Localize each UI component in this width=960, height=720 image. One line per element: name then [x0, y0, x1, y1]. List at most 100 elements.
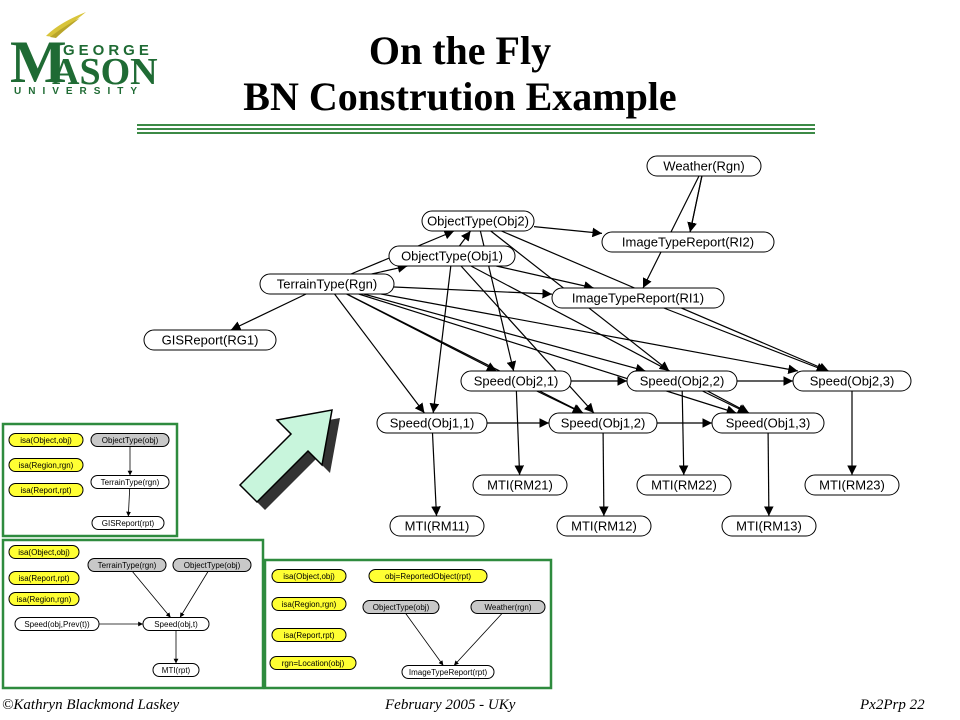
node-f3d: ObjectType(obj) [362, 600, 440, 614]
node-f3g-label: rgn=Location(obj) [282, 659, 345, 668]
node-s11-label: Speed(Obj1,1) [390, 416, 475, 431]
node-f3f-shape [271, 628, 347, 642]
node-gis: GISReport(RG1) [143, 329, 277, 351]
node-s11-shape [376, 412, 488, 434]
node-s13-label: Speed(Obj1,3) [726, 416, 811, 431]
node-f3c-shape [271, 597, 347, 611]
edge-s21-m21 [514, 390, 525, 476]
node-f3e-shape [470, 600, 546, 614]
edge-f1e-f1f [126, 488, 131, 517]
node-m11-label: MTI(RM11) [405, 519, 470, 534]
node-ot2-shape [421, 210, 535, 232]
node-f1f: GISReport(rpt) [91, 516, 165, 530]
node-f1b: isa(Region,rgn) [8, 458, 84, 472]
node-f2d: TerrainType(rgn) [87, 558, 167, 572]
node-s12-shape [548, 412, 658, 434]
node-f3e: Weather(rgn) [470, 600, 546, 614]
node-m23-label: MTI(RM23) [819, 478, 885, 493]
node-m21: MTI(RM21) [472, 474, 568, 496]
logo-m: M [10, 29, 67, 95]
node-f3f: isa(Report,rpt) [271, 628, 347, 642]
node-ot2: ObjectType(Obj2) [421, 210, 535, 232]
footer-page: Px2Prp 22 [860, 697, 925, 713]
edge-ot1-s11 [429, 265, 452, 414]
edge-tt-s22 [363, 293, 646, 374]
node-f3g-shape [269, 656, 357, 670]
node-f2f-shape [14, 617, 100, 631]
node-f2a-shape [8, 545, 80, 559]
title-line-1: On the Fly [368, 28, 552, 73]
node-f1b-label: isa(Region,rgn) [19, 461, 74, 470]
node-f2h-shape [152, 663, 200, 677]
node-f2d-label: TerrainType(rgn) [98, 561, 157, 570]
node-m22: MTI(RM22) [636, 474, 732, 496]
node-f2c-shape [8, 592, 80, 606]
edge-tt-s23 [381, 293, 798, 374]
node-itr1: ImageTypeReport(RI1) [551, 287, 725, 309]
node-itr1-shape [551, 287, 725, 309]
node-tt: TerrainType(Rgn) [259, 273, 395, 295]
node-m21-shape [472, 474, 568, 496]
node-m12-shape [556, 515, 652, 537]
node-s12: Speed(Obj1,2) [548, 412, 658, 434]
node-f2a-label: isa(Object,obj) [18, 548, 70, 557]
node-f2b: isa(Report,rpt) [8, 571, 80, 585]
node-f2f: Speed(obj,Prev(t)) [14, 617, 100, 631]
node-f3b: obj=ReportedObject(rpt) [368, 569, 488, 583]
node-f2e-label: ObjectType(obj) [184, 561, 241, 570]
node-gis-label: GISReport(RG1) [162, 333, 259, 348]
logo-university: UNIVERSITY [14, 86, 145, 97]
edge-tt-s11 [334, 293, 425, 414]
node-f2g-label: Speed(obj,t) [154, 620, 198, 629]
node-f2a: isa(Object,obj) [8, 545, 80, 559]
node-f3a-shape [271, 569, 347, 583]
node-f2c-label: isa(Region,rgn) [17, 595, 72, 604]
node-s13: Speed(Obj1,3) [711, 412, 825, 434]
edge-tt-s13 [358, 293, 737, 415]
node-s11: Speed(Obj1,1) [376, 412, 488, 434]
fragment-edges [99, 446, 503, 666]
edge-tt-gis [230, 293, 307, 331]
node-gis-shape [143, 329, 277, 351]
edge-tt-itr1 [393, 286, 553, 299]
node-f3h-label: ImageTypeReport(rpt) [409, 668, 488, 677]
node-f1a: isa(Object,obj) [8, 433, 84, 447]
node-f2g-shape [142, 617, 210, 631]
node-f3h-shape [401, 665, 495, 679]
node-f1f-shape [91, 516, 165, 530]
node-s23-label: Speed(Obj2,3) [810, 374, 895, 389]
node-ot1: ObjectType(Obj1) [388, 245, 516, 267]
edge-s22-s13 [702, 390, 748, 414]
node-f1d-shape [90, 433, 170, 447]
node-s23-shape [792, 370, 912, 392]
edge-ot1-s12 [460, 265, 595, 414]
node-f2b-shape [8, 571, 80, 585]
node-itr2-shape [601, 231, 775, 253]
node-s21-shape [460, 370, 572, 392]
node-f2e: ObjectType(obj) [172, 558, 252, 572]
title-divider [137, 124, 815, 134]
node-tt-shape [259, 273, 395, 295]
node-f1c-shape [8, 483, 84, 497]
edge-s12-m12 [599, 432, 609, 517]
node-ot1-shape [388, 245, 516, 267]
logo-george: GEORGE [63, 42, 153, 59]
edge-f3d-f3h [405, 613, 444, 666]
edge-f2d-f2g [132, 571, 171, 618]
title-line-2: BN Constrution Example [243, 74, 677, 119]
node-tt-label: TerrainType(Rgn) [277, 277, 377, 292]
footer-date: February 2005 - UKy [385, 697, 516, 713]
node-s22-shape [626, 370, 738, 392]
node-ot1-label: ObjectType(Obj1) [401, 249, 503, 264]
node-f1e-label: TerrainType(rgn) [101, 478, 160, 487]
node-itr1-label: ImageTypeReport(RI1) [572, 291, 704, 306]
node-f1d: ObjectType(obj) [90, 433, 170, 447]
logo-ason: ASON [52, 51, 158, 93]
node-f3d-label: ObjectType(obj) [373, 603, 430, 612]
edge-s22-m22 [678, 390, 689, 476]
node-m23: MTI(RM23) [804, 474, 900, 496]
node-f1a-label: isa(Object,obj) [20, 436, 72, 445]
node-m11: MTI(RM11) [389, 515, 485, 537]
node-m22-shape [636, 474, 732, 496]
node-f1d-label: ObjectType(obj) [102, 436, 159, 445]
